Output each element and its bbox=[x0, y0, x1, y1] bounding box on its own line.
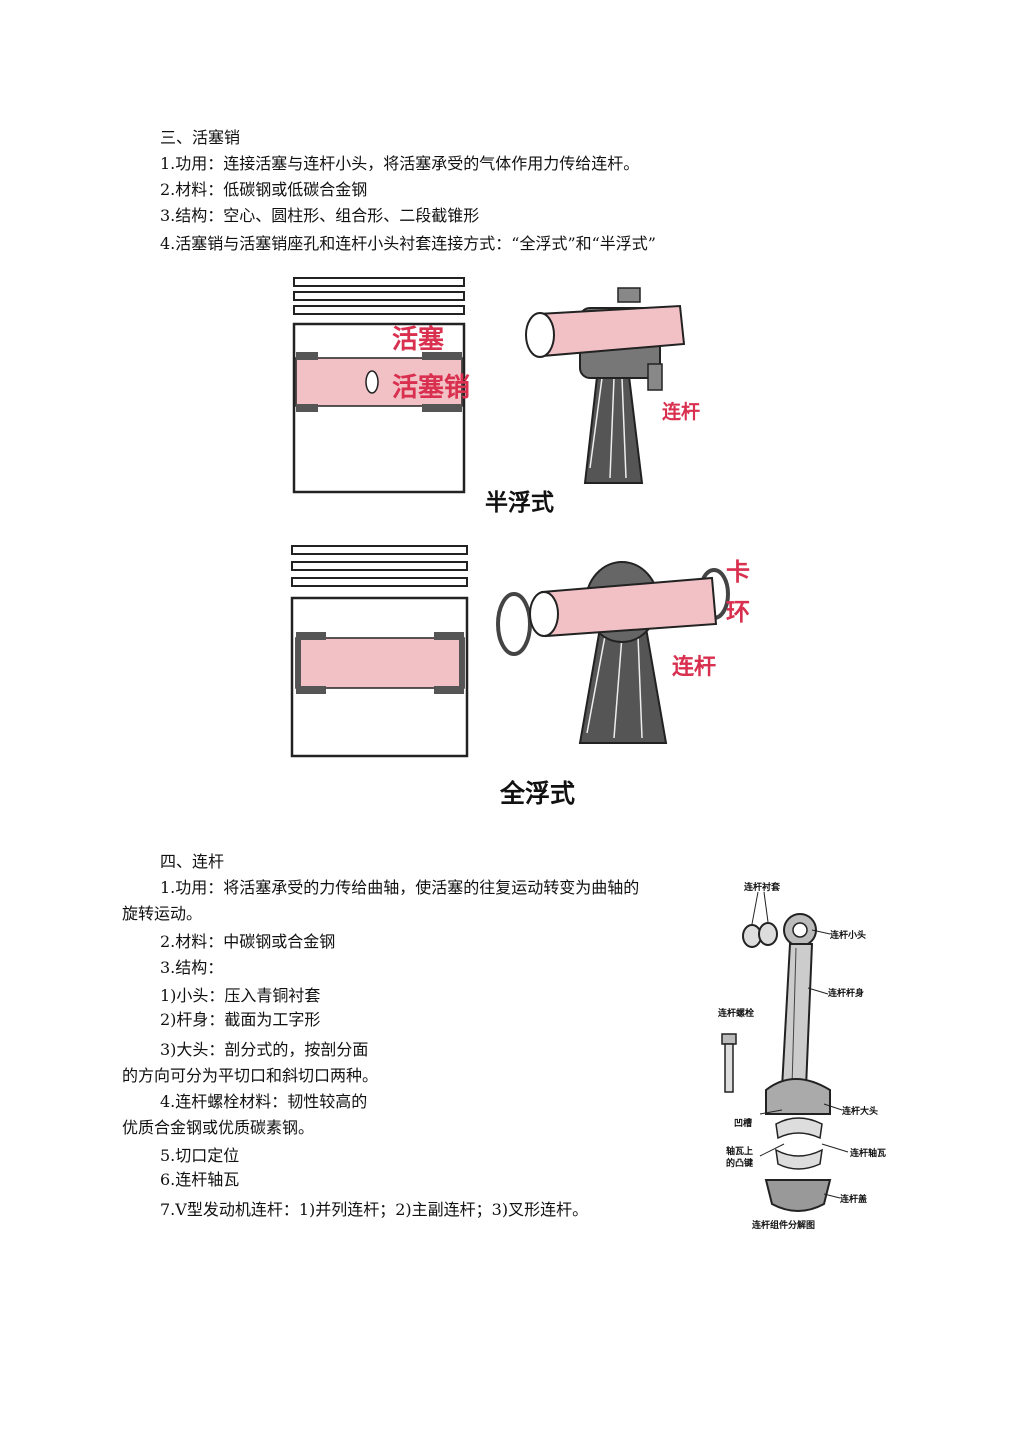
label-bearing: 连杆轴瓦 bbox=[850, 1147, 886, 1159]
section3-heading: 三、活塞销 bbox=[160, 128, 241, 147]
section3-item-2: 2.材料：低碳钢或低碳合金钢 bbox=[160, 180, 368, 199]
label-rod-full: 连杆 bbox=[672, 654, 716, 680]
label-tab-1: 轴瓦上 bbox=[726, 1145, 753, 1157]
section3-item-4: 4.活塞销与活塞销座孔和连杆小头衬套连接方式：“全浮式”和“半浮式” bbox=[160, 234, 656, 253]
label-rod-bolt: 连杆螺栓 bbox=[718, 1007, 754, 1019]
label-tab-2: 的凸键 bbox=[726, 1157, 754, 1169]
section4-item3-3-line2: 的方向可分为平切口和斜切口两种。 bbox=[122, 1066, 379, 1085]
label-groove: 凹槽 bbox=[734, 1117, 752, 1129]
label-small-end: 连杆小头 bbox=[830, 929, 866, 941]
label-clip-2: 环 bbox=[726, 598, 750, 626]
section4-item3-3-line1: 3)大头：剖分式的，按剖分面 bbox=[160, 1040, 369, 1059]
section4-item4-line1: 4.连杆螺栓材料：韧性较高的 bbox=[160, 1092, 368, 1111]
section4-item6: 6.连杆轴瓦 bbox=[160, 1170, 240, 1189]
label-piston-pin: 活塞销 bbox=[392, 372, 470, 403]
section4-item3-1: 1)小头：压入青铜衬套 bbox=[160, 986, 321, 1005]
label-piston: 活塞 bbox=[392, 324, 444, 355]
label-clip-1: 卡 bbox=[726, 558, 750, 586]
section4-item4-line2: 优质合金钢或优质碳素钢。 bbox=[122, 1118, 315, 1137]
caption-rod-diagram: 连杆组件分解图 bbox=[752, 1219, 815, 1231]
section4-item5: 5.切口定位 bbox=[160, 1146, 240, 1165]
caption-semi-floating: 半浮式 bbox=[485, 489, 554, 516]
label-rod-body: 连杆杆身 bbox=[828, 987, 864, 999]
section4-item2: 2.材料：中碳钢或合金钢 bbox=[160, 932, 336, 951]
section3-item-3: 3.结构：空心、圆柱形、组合形、二段截锥形 bbox=[160, 206, 480, 225]
label-big-end: 连杆大头 bbox=[842, 1105, 878, 1117]
section4-item1-line1: 1.功用：将活塞承受的力传给曲轴，使活塞的往复运动转变为曲轴的 bbox=[160, 878, 640, 897]
label-cap: 连杆盖 bbox=[840, 1193, 867, 1205]
label-rod-half: 连杆 bbox=[662, 400, 700, 423]
caption-full-floating: 全浮式 bbox=[499, 779, 575, 808]
connecting-rod-exploded-diagram: 连杆衬套 连杆小头 连杆杆身 连杆螺栓 连杆大头 凹槽 轴瓦上 的凸键 连杆轴瓦… bbox=[718, 881, 886, 1231]
figure-full-floating: 卡 环 连杆 全浮式 bbox=[290, 545, 750, 808]
section4-item7: 7.V型发动机连杆：1)并列连杆；2)主副连杆；3)叉形连杆。 bbox=[160, 1200, 589, 1219]
section4-item3-2: 2)杆身：截面为工字形 bbox=[160, 1010, 321, 1029]
section4-item1-line2: 旋转运动。 bbox=[122, 904, 203, 923]
section4-item3: 3.结构： bbox=[160, 958, 224, 977]
section4-heading: 四、连杆 bbox=[160, 852, 225, 871]
figure-semi-floating: 活塞 活塞销 连杆 半浮式 bbox=[292, 277, 700, 516]
label-bushing: 连杆衬套 bbox=[744, 881, 781, 893]
section3-item-1: 1.功用：连接活塞与连杆小头，将活塞承受的气体作用力传给连杆。 bbox=[160, 154, 640, 173]
